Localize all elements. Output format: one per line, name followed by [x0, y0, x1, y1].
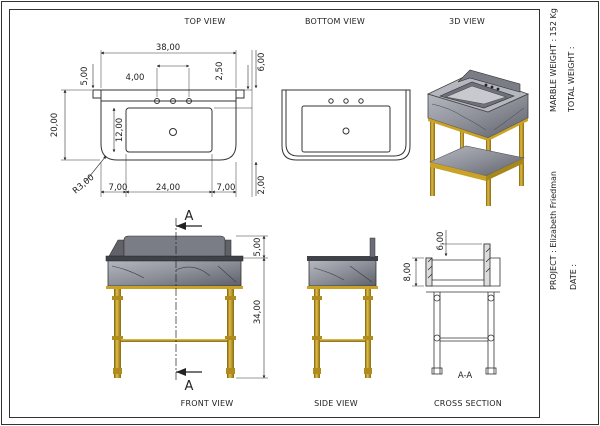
basin-outline-bottom: [281, 89, 411, 161]
dim-tap-spacing: 4,00: [126, 73, 145, 83]
front-basin: [107, 259, 242, 287]
left-bracket: [92, 89, 102, 99]
iso-view: [426, 69, 530, 206]
section-label-a-bottom: A: [185, 379, 194, 394]
dim-right-margin: 7,00: [217, 183, 236, 193]
tap-hole: [170, 98, 176, 104]
dim-front-gap: 2,00: [257, 176, 267, 195]
section-name: A-A: [458, 371, 473, 381]
front-leg-left: [114, 286, 121, 378]
side-basin: [308, 259, 377, 287]
label-front-view: FRONT VIEW: [181, 399, 234, 408]
label-3d-view: 3D VIEW: [449, 17, 485, 26]
dim-radius: R3,00: [71, 173, 96, 197]
dim-splash-height: 5,00: [253, 238, 263, 257]
tap-hole: [154, 98, 160, 104]
section-label-a-top: A: [185, 209, 194, 224]
label-top-view: TOP VIEW: [184, 17, 226, 26]
dim-depth: 20,00: [50, 113, 60, 137]
side-view: [307, 237, 378, 378]
dim-top-width: 38,00: [156, 43, 180, 53]
date: DATE :: [569, 264, 578, 290]
bowl-top: [125, 107, 213, 153]
front-shelf: [121, 339, 227, 342]
leg: [519, 114, 524, 186]
leg: [460, 110, 464, 170]
total-weight: TOTAL WEIGHT :: [567, 46, 576, 113]
leg: [430, 118, 435, 196]
label-bottom-view: BOTTOM VIEW: [305, 17, 365, 26]
bottom-view: [251, 50, 411, 197]
top-view: [61, 50, 252, 197]
label-cross-section: CROSS SECTION: [434, 399, 502, 408]
dim-top-right: 2,50: [215, 62, 225, 81]
marble-weight: MARBLE WEIGHT : 152 Kg: [549, 8, 558, 112]
drain: [169, 128, 177, 136]
cross-section-view: [412, 230, 501, 375]
project: PROJECT : Elizabeth Friedman: [549, 171, 558, 290]
front-leg-right: [227, 286, 234, 378]
dim-bowl-width: 24,00: [156, 183, 180, 193]
dim-inner-depth: 12,00: [115, 118, 125, 142]
dim-back-height: 6,00: [257, 53, 267, 72]
tap-hole: [186, 98, 192, 104]
dim-section-back: 6,00: [436, 232, 446, 251]
basin-outline-top: [100, 89, 237, 161]
dim-section-depth: 8,00: [403, 263, 413, 282]
front-view: [105, 218, 268, 380]
dim-left-margin: 7,00: [109, 183, 128, 193]
dim-leg-height: 34,00: [253, 300, 263, 324]
label-side-view: SIDE VIEW: [314, 399, 358, 408]
dim-top-offset: 5,00: [80, 67, 90, 86]
right-bracket: [235, 89, 245, 99]
